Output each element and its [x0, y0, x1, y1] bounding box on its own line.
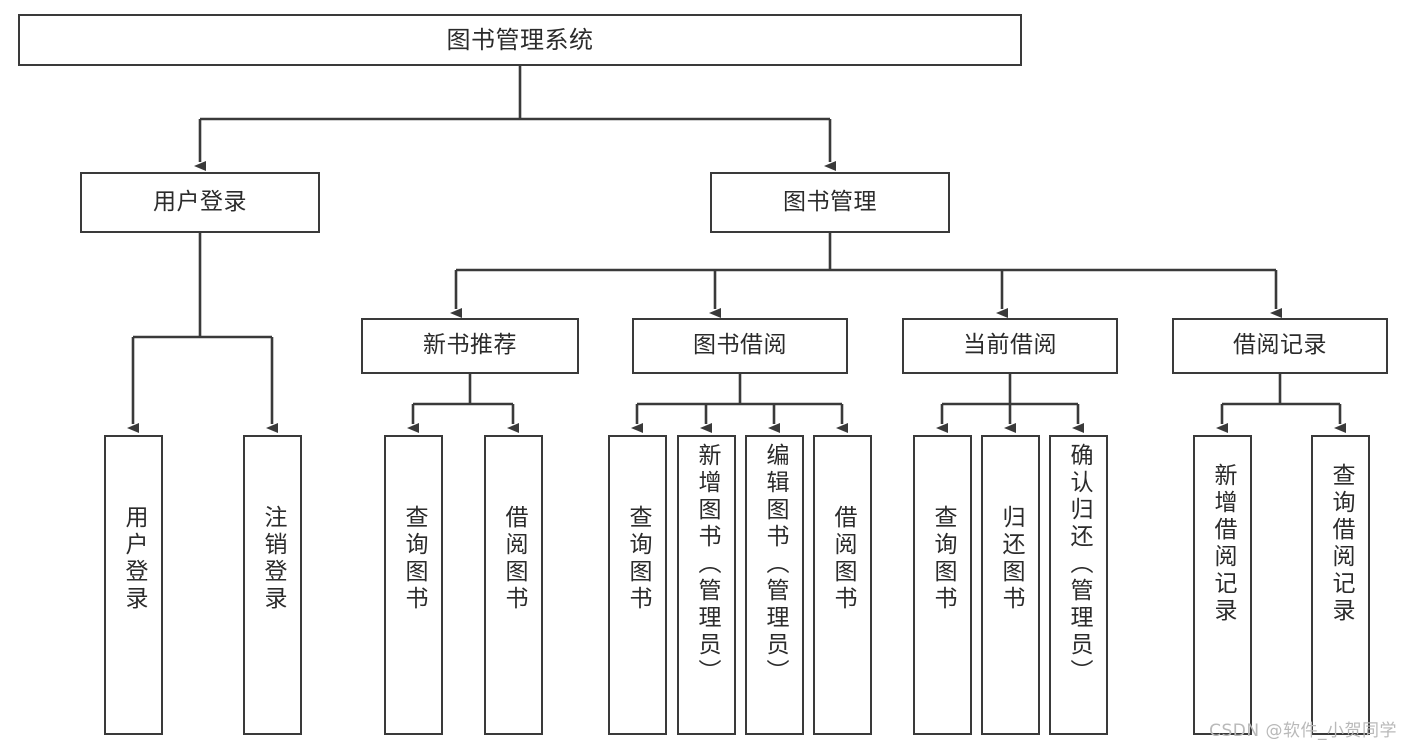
node-borrow-record[interactable]: 借阅记录 [1172, 318, 1388, 374]
node-leaf-edit-book[interactable]: 编辑图书（管理员） [745, 435, 804, 735]
node-root-system[interactable]: 图书管理系统 [18, 14, 1022, 66]
node-new-book-recommend-label: 新书推荐 [423, 332, 517, 359]
node-leaf-return-book-label: 归还图书 [998, 505, 1024, 613]
node-leaf-query-borrow-record-label: 查询借阅记录 [1328, 463, 1354, 625]
node-leaf-confirm-return[interactable]: 确认归还（管理员） [1049, 435, 1108, 735]
node-current-borrow[interactable]: 当前借阅 [902, 318, 1118, 374]
node-user-login-label: 用户登录 [153, 188, 247, 215]
node-leaf-add-borrow-record-label: 新增借阅记录 [1210, 463, 1236, 625]
node-leaf-query-book-recommend-label: 查询图书 [401, 505, 427, 613]
node-leaf-user-login-label: 用户登录 [121, 505, 147, 613]
csdn-watermark: CSDN @软件_小贺同学 [1209, 721, 1397, 741]
node-new-book-recommend[interactable]: 新书推荐 [361, 318, 579, 374]
node-leaf-query-book-current-label: 查询图书 [930, 505, 956, 613]
node-leaf-borrow-book-label: 借阅图书 [830, 505, 856, 613]
node-leaf-logout[interactable]: 注销登录 [243, 435, 302, 735]
node-leaf-borrow-book-recommend[interactable]: 借阅图书 [484, 435, 543, 735]
node-book-manage-label: 图书管理 [783, 188, 877, 215]
node-book-borrow-label: 图书借阅 [693, 332, 787, 359]
node-leaf-user-login[interactable]: 用户登录 [104, 435, 163, 735]
node-leaf-confirm-return-label: 确认归还（管理员） [1066, 443, 1092, 686]
node-leaf-add-borrow-record[interactable]: 新增借阅记录 [1193, 435, 1252, 735]
node-borrow-record-label: 借阅记录 [1233, 332, 1327, 359]
node-leaf-query-borrow-record[interactable]: 查询借阅记录 [1311, 435, 1370, 735]
node-leaf-add-book[interactable]: 新增图书（管理员） [677, 435, 736, 735]
node-leaf-logout-label: 注销登录 [260, 505, 286, 613]
node-user-login[interactable]: 用户登录 [80, 172, 320, 233]
node-root-system-label: 图书管理系统 [446, 25, 594, 54]
node-leaf-query-book-borrow-label: 查询图书 [625, 505, 651, 613]
node-leaf-borrow-book[interactable]: 借阅图书 [813, 435, 872, 735]
node-leaf-query-book-current[interactable]: 查询图书 [913, 435, 972, 735]
node-leaf-query-book-recommend[interactable]: 查询图书 [384, 435, 443, 735]
node-leaf-return-book[interactable]: 归还图书 [981, 435, 1040, 735]
node-current-borrow-label: 当前借阅 [963, 332, 1057, 359]
node-leaf-query-book-borrow[interactable]: 查询图书 [608, 435, 667, 735]
node-leaf-borrow-book-recommend-label: 借阅图书 [501, 505, 527, 613]
node-book-borrow[interactable]: 图书借阅 [632, 318, 848, 374]
node-book-manage[interactable]: 图书管理 [710, 172, 950, 233]
node-leaf-add-book-label: 新增图书（管理员） [694, 443, 720, 686]
node-leaf-edit-book-label: 编辑图书（管理员） [762, 443, 788, 686]
